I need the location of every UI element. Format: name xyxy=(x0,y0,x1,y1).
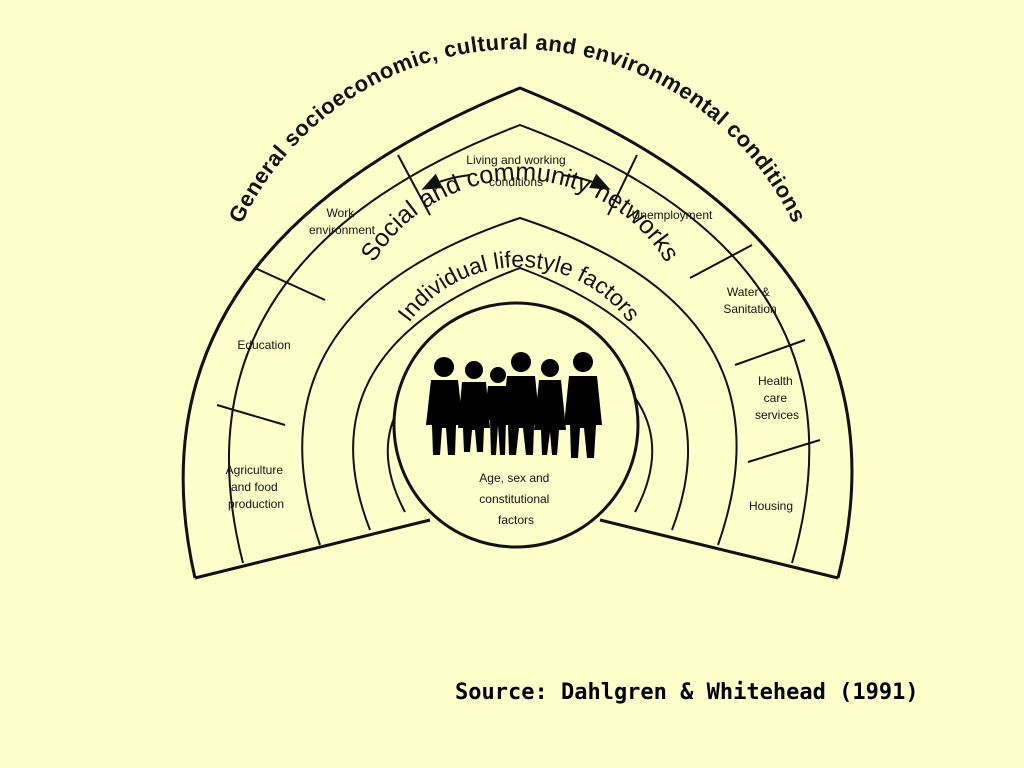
social-ring-inner xyxy=(352,266,689,531)
sector-label: Housing xyxy=(749,499,793,513)
sector-band-inner xyxy=(301,216,738,546)
source-caption: Source: Dahlgren & Whitehead (1991) xyxy=(455,680,919,705)
divider xyxy=(254,267,326,301)
living-working-label-line2: conditions xyxy=(489,175,543,189)
divider xyxy=(747,439,821,463)
divider xyxy=(734,339,806,366)
sector-label: Unemployment xyxy=(632,208,713,222)
divider xyxy=(397,154,431,216)
arrow-right xyxy=(561,173,611,190)
sector-band-outer xyxy=(228,123,811,564)
base-line-left xyxy=(194,518,431,580)
base-line-right xyxy=(599,518,839,580)
sector-label: Health care services xyxy=(755,374,799,422)
outer-layer-label: General socioeconomic, cultural and envi… xyxy=(224,29,812,226)
core-label: Age, sex and constitutional factors xyxy=(479,471,552,527)
divider xyxy=(689,244,753,279)
sector-label: Education xyxy=(237,338,290,352)
sector-label: Water & Sanitation xyxy=(723,285,776,316)
arrow-left xyxy=(421,173,471,190)
living-working-label-line1: Living and working xyxy=(466,153,565,167)
outer-arc xyxy=(181,86,854,579)
people-silhouettes-icon xyxy=(426,352,602,458)
divider xyxy=(216,404,286,426)
sector-label: Work environment xyxy=(309,206,376,237)
divider xyxy=(607,154,638,216)
sector-label: Agriculture and food production xyxy=(226,463,287,511)
